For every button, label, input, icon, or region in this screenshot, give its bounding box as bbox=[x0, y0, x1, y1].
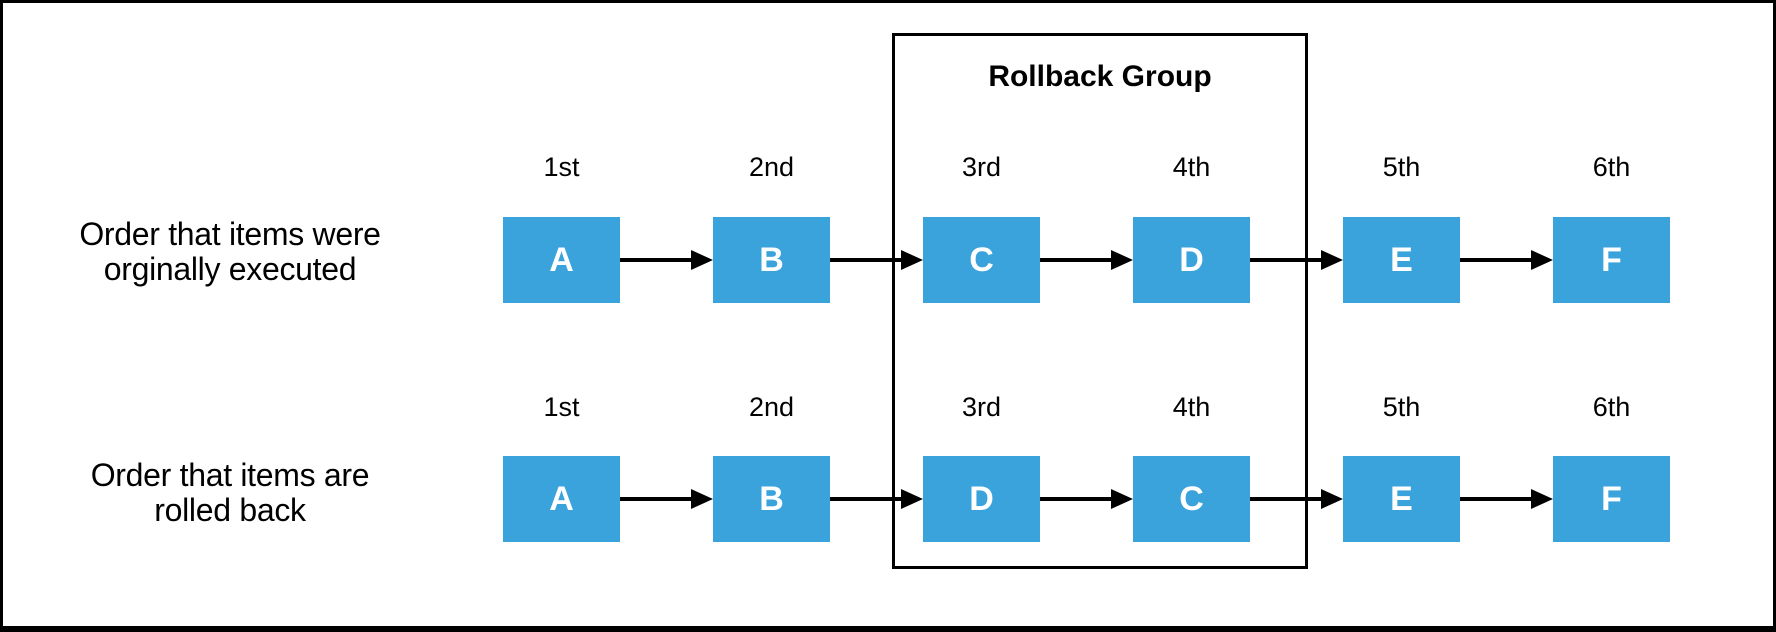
arrow-right-icon bbox=[1250, 250, 1343, 270]
node-box: F bbox=[1553, 456, 1670, 542]
node-box: F bbox=[1553, 217, 1670, 303]
rollback-group-box: Rollback Group bbox=[892, 33, 1308, 569]
rollback-group-title: Rollback Group bbox=[988, 60, 1212, 93]
arrow-head bbox=[1321, 250, 1343, 270]
arrow-right-icon bbox=[1460, 489, 1553, 509]
ordinal-label: 4th bbox=[1172, 392, 1211, 422]
arrow-head bbox=[1111, 250, 1133, 270]
node-box: A bbox=[503, 456, 620, 542]
ordinal-label: 2nd bbox=[748, 392, 795, 422]
arrow-right-icon bbox=[1460, 250, 1553, 270]
node-box: C bbox=[1133, 456, 1250, 542]
arrow-shaft bbox=[620, 258, 697, 262]
arrow-right-icon bbox=[620, 489, 713, 509]
ordinal-label: 3rd bbox=[961, 392, 1002, 422]
node-box: D bbox=[923, 456, 1040, 542]
arrow-shaft bbox=[620, 497, 697, 501]
ordinal-label: 6th bbox=[1592, 152, 1631, 182]
ordinal-label: 2nd bbox=[748, 152, 795, 182]
arrow-shaft bbox=[1040, 497, 1117, 501]
arrow-shaft bbox=[1250, 258, 1327, 262]
node-box: D bbox=[1133, 217, 1250, 303]
ordinal-label: 5th bbox=[1382, 152, 1421, 182]
arrow-shaft bbox=[830, 258, 907, 262]
row-label-rolled-back-line2: rolled back bbox=[154, 492, 306, 528]
row-label-rolled-back-line1: Order that items are bbox=[90, 457, 370, 493]
arrow-right-icon bbox=[1250, 489, 1343, 509]
arrow-right-icon bbox=[1040, 250, 1133, 270]
node-box: C bbox=[923, 217, 1040, 303]
arrow-head bbox=[1321, 489, 1343, 509]
arrow-shaft bbox=[830, 497, 907, 501]
arrow-head bbox=[1531, 489, 1553, 509]
arrow-shaft bbox=[1460, 258, 1537, 262]
node-box: B bbox=[713, 217, 830, 303]
arrow-shaft bbox=[1040, 258, 1117, 262]
arrow-head bbox=[691, 250, 713, 270]
node-box: E bbox=[1343, 456, 1460, 542]
row-label-executed-line1: Order that items were bbox=[79, 216, 381, 252]
arrow-right-icon bbox=[620, 250, 713, 270]
ordinal-label: 1st bbox=[543, 152, 580, 182]
arrow-head bbox=[1111, 489, 1133, 509]
arrow-head bbox=[691, 489, 713, 509]
node-box: A bbox=[503, 217, 620, 303]
arrow-shaft bbox=[1460, 497, 1537, 501]
row-label-executed: Order that items were orginally executed bbox=[20, 217, 440, 287]
ordinal-label: 1st bbox=[543, 392, 580, 422]
row-label-executed-line2: orginally executed bbox=[103, 251, 357, 287]
ordinal-label: 3rd bbox=[961, 152, 1002, 182]
arrow-head bbox=[1531, 250, 1553, 270]
ordinal-label: 5th bbox=[1382, 392, 1421, 422]
row-label-rolled-back: Order that items are rolled back bbox=[20, 458, 440, 528]
arrow-head bbox=[901, 489, 923, 509]
arrow-head bbox=[901, 250, 923, 270]
arrow-right-icon bbox=[1040, 489, 1133, 509]
arrow-shaft bbox=[1250, 497, 1327, 501]
ordinal-label: 4th bbox=[1172, 152, 1211, 182]
node-box: E bbox=[1343, 217, 1460, 303]
arrow-right-icon bbox=[830, 489, 923, 509]
ordinal-label: 6th bbox=[1592, 392, 1631, 422]
arrow-right-icon bbox=[830, 250, 923, 270]
node-box: B bbox=[713, 456, 830, 542]
